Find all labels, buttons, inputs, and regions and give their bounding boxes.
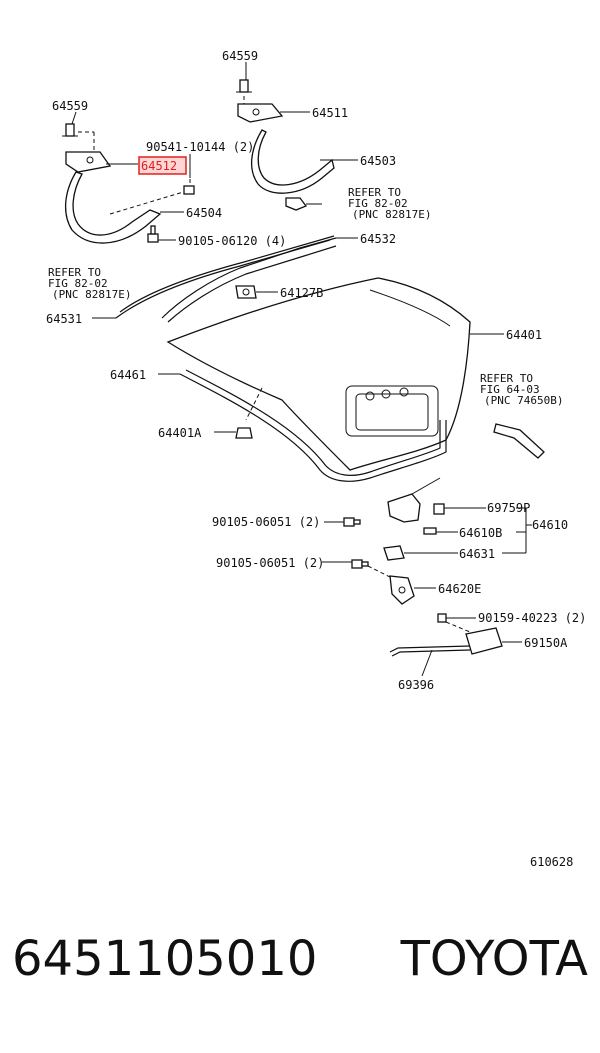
reference-line: REFER TO	[480, 372, 533, 385]
callout-64127B[interactable]: 64127B	[280, 286, 323, 300]
torsion-bar-64531[interactable]	[115, 235, 335, 319]
callout-64461[interactable]: 64461	[110, 368, 146, 382]
torsion-bar-64532[interactable]	[161, 237, 337, 323]
rod-69396[interactable]	[389, 645, 471, 657]
bolt-90105-06051-a[interactable]	[343, 517, 361, 527]
reference-line: (PNC 82817E)	[352, 208, 431, 221]
callout-64610B[interactable]: 64610B	[459, 526, 502, 540]
leader-lines	[71, 62, 532, 677]
callout-64512[interactable]: 64512	[141, 159, 177, 173]
callout-90105-06051-b[interactable]: 90105-06051 (2)	[216, 556, 324, 570]
callout-64503[interactable]: 64503	[360, 154, 396, 168]
callout-64531[interactable]: 64531	[46, 312, 82, 326]
reference-line: REFER TO	[48, 266, 101, 279]
reference-note-2: REFER TO FIG 82-02 (PNC 82817E)	[48, 266, 131, 301]
latch-64610[interactable]	[387, 477, 441, 523]
callout-90159-40223[interactable]: 90159-40223 (2)	[478, 611, 586, 625]
callout-64532[interactable]: 64532	[360, 232, 396, 246]
nut-90541[interactable]	[183, 185, 195, 195]
reference-line: FIG 82-02	[48, 277, 108, 290]
reference-line: REFER TO	[348, 186, 401, 199]
callout-64401A[interactable]: 64401A	[158, 426, 202, 440]
callout-64559-left[interactable]: 64559	[52, 99, 88, 113]
hinge-bracket-64512[interactable]	[65, 151, 112, 173]
lock-assy-64620E[interactable]	[389, 575, 415, 605]
callout-90105-06120[interactable]: 90105-06120 (4)	[178, 234, 286, 248]
screw-90159-40223[interactable]	[437, 613, 447, 623]
highlight-64512	[138, 156, 187, 175]
reference-line: FIG 82-02	[348, 197, 408, 210]
callout-64631[interactable]: 64631	[459, 547, 495, 561]
callout-64559-right[interactable]: 64559	[222, 49, 258, 63]
bolt-64559-left[interactable]	[62, 123, 78, 137]
reference-line: FIG 64-03	[480, 383, 540, 396]
callout-64504[interactable]: 64504	[186, 206, 222, 220]
callout-64511[interactable]: 64511	[312, 106, 348, 120]
leader-dashed	[445, 621, 471, 633]
clip-64127B[interactable]	[235, 285, 257, 299]
callout-90105-06051-a[interactable]: 90105-06051 (2)	[212, 515, 320, 529]
pin-69759P[interactable]	[433, 503, 445, 515]
brand-name: TOYOTA	[400, 931, 588, 987]
callout-64610[interactable]: 64610	[532, 518, 568, 532]
cushion-64401A[interactable]	[235, 427, 253, 439]
callout-90541-10144[interactable]: 90541-10144 (2)	[146, 140, 254, 154]
diagram-code: 610628	[530, 855, 573, 869]
parts-diagram: 64559 64559 64511 90541-10144 (2) 64512 …	[46, 49, 586, 869]
reference-note-3: REFER TO FIG 64-03 (PNC 74650B)	[480, 372, 563, 407]
leader-dashed	[367, 565, 393, 579]
callout-64620E[interactable]: 64620E	[438, 582, 481, 596]
striker-plate-74650B[interactable]	[493, 423, 545, 459]
callout-69759P[interactable]: 69759P	[487, 501, 530, 515]
reference-line: (PNC 74650B)	[484, 394, 563, 407]
bolt-90105-06120[interactable]	[147, 225, 159, 243]
callout-64401[interactable]: 64401	[506, 328, 542, 342]
leader-dashed	[245, 387, 263, 421]
weatherstrip-64461[interactable]	[179, 369, 447, 482]
spring-64610B[interactable]	[423, 527, 437, 535]
bolt-90105-06051-b[interactable]	[351, 559, 369, 569]
callout-69150A[interactable]: 69150A	[524, 636, 568, 650]
lever-64631[interactable]	[383, 545, 405, 561]
hinge-arm-64504[interactable]	[64, 171, 162, 244]
trunk-lid-64401[interactable]	[166, 277, 471, 471]
solenoid-69150A[interactable]	[465, 627, 503, 655]
part-number: 6451105010	[12, 931, 318, 987]
bolt-64559-right[interactable]	[236, 79, 252, 93]
reference-note-1: REFER TO FIG 82-02 (PNC 82817E)	[348, 186, 431, 221]
hinge-bracket-64511[interactable]	[237, 103, 284, 123]
callout-69396[interactable]: 69396	[398, 678, 434, 692]
clip-82817E-upper[interactable]	[285, 197, 322, 211]
reference-line: (PNC 82817E)	[52, 288, 131, 301]
hinge-arm-64503[interactable]	[251, 129, 335, 194]
footer: 6451105010 TOYOTA	[0, 935, 600, 1015]
